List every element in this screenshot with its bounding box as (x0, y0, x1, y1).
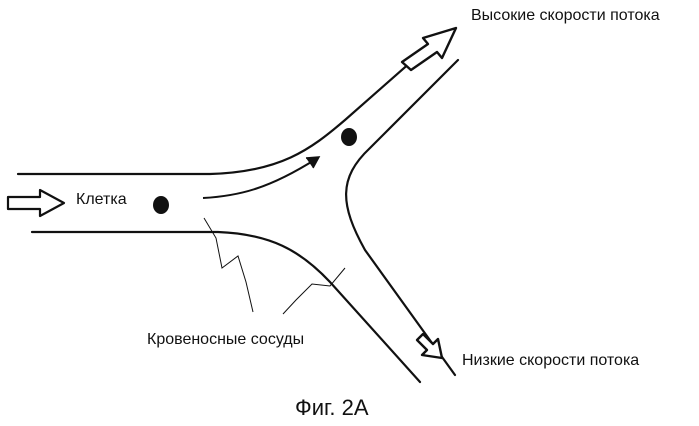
high-flow-label: Высокие скорости потока (471, 7, 660, 25)
low-flow-arrow-icon (417, 334, 442, 358)
vessels-leader-line-2 (283, 268, 345, 314)
vessel-inner-wall (346, 60, 458, 375)
vessel-upper-wall (18, 32, 445, 174)
figure-caption: Фиг. 2А (295, 395, 369, 421)
cell-dot (153, 196, 169, 214)
low-flow-label: Низкие скорости потока (462, 352, 639, 370)
vessels-label: Кровеносные сосуды (147, 331, 304, 349)
high-flow-arrow-icon (402, 28, 456, 70)
cell-dot-branch (341, 128, 357, 146)
inflow-arrow-icon (8, 190, 64, 216)
cell-label: Клетка (76, 191, 127, 209)
vessel-lower-wall (32, 232, 420, 382)
flow-direction-arrow-icon (203, 157, 319, 198)
